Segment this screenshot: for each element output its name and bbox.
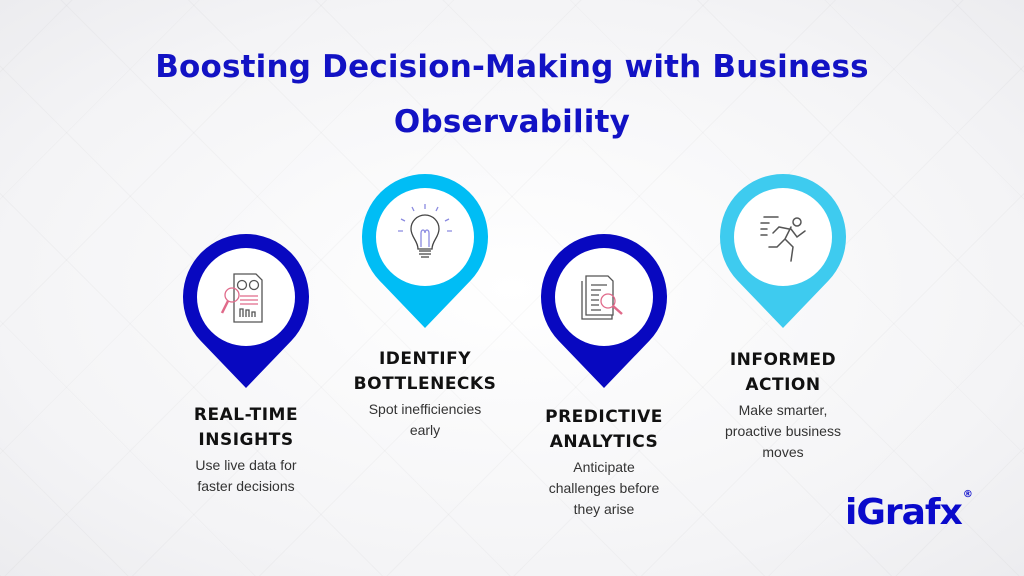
title-line-2: Observability [393,104,631,140]
report-analysis-icon [220,273,263,323]
item-title: PREDICTIVE [545,407,663,427]
item-title: ACTION [745,375,821,395]
item-informed-action: INFORMED ACTION Make smarter,proactive b… [683,348,883,463]
item-title: INFORMED [729,350,837,370]
lightbulb-icon [398,204,452,258]
item-title: ANALYTICS [549,432,659,452]
igrafx-logo: iGrafx® [845,489,973,533]
pin-real-time-insights [183,234,309,388]
running-person-icon [760,216,806,262]
pin-informed-action [720,174,846,328]
pin-predictive-analytics [541,234,667,388]
item-title: REAL-TIME [193,405,299,425]
title-line-1: Boosting Decision-Making with Business [155,49,869,85]
item-identify-bottlenecks: IDENTIFY BOTTLENECKS Spot inefficiencies… [325,347,525,441]
pin-identify-bottlenecks [362,174,488,328]
page-title: Boosting Decision-Making with Business O… [0,40,1024,150]
document-search-icon [581,275,623,320]
item-title: BOTTLENECKS [353,374,497,394]
item-title: INSIGHTS [198,430,294,450]
item-title: IDENTIFY [378,349,472,369]
